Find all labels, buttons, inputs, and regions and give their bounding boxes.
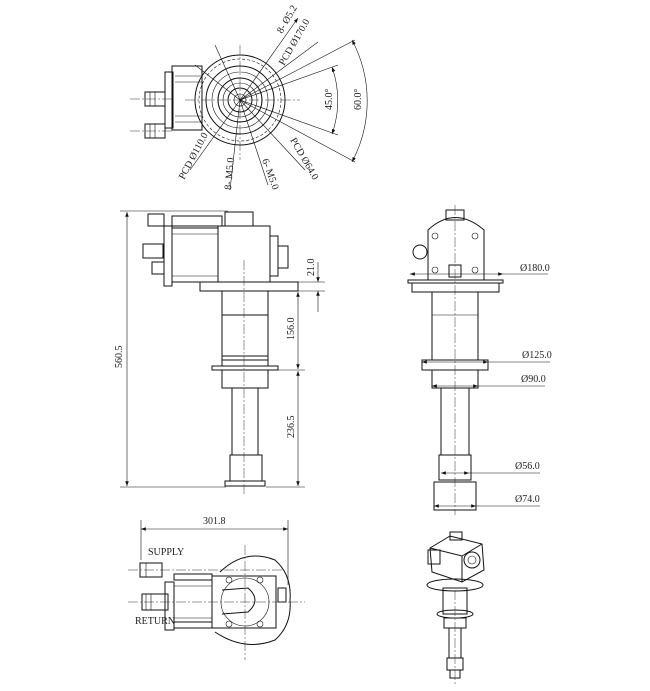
label-overall-height: 560.5 — [114, 346, 125, 369]
actuator-side — [407, 209, 504, 293]
label-plate-thickness: 21.0 — [306, 259, 317, 277]
front-view: 560.5 21.0 156.0 236.5 — [114, 210, 325, 495]
label-angle-60: 60.0° — [353, 89, 364, 111]
label-lower-length: 236.5 — [286, 416, 297, 439]
label-d90: Ø90.0 — [521, 374, 546, 385]
column-side — [421, 205, 489, 515]
front-dimensions — [120, 210, 325, 488]
isometric-view — [426, 531, 485, 686]
label-d180: Ø180.0 — [520, 263, 550, 274]
side-dimensions — [410, 272, 550, 508]
top-view: 8- Ø5.2 PCD Ø170.0 45.0° 60.0° PCD Ø64.0… — [130, 4, 368, 191]
leader-lines — [189, 17, 368, 191]
actuator-body-top — [130, 65, 203, 139]
actuator-front — [142, 211, 299, 292]
label-angle-45: 45.0° — [324, 89, 335, 111]
label-upper-length: 156.0 — [286, 318, 297, 341]
column-front — [211, 260, 279, 495]
label-pcd-110: PCD Ø110.0 — [177, 131, 211, 181]
side-view: Ø180.0 Ø125.0 Ø90.0 Ø56.0 Ø74.0 — [407, 205, 552, 515]
label-d125: Ø125.0 — [522, 350, 552, 361]
mounting-flange-top — [185, 45, 300, 160]
label-d56: Ø56.0 — [515, 461, 540, 472]
label-threads-8: 8- M5.0 — [223, 157, 237, 190]
label-pcd-64: PCD Ø64.0 — [287, 136, 320, 182]
bottom-view: 301.8 SUPPLY RETURN — [128, 516, 305, 660]
actuator-bottom — [128, 545, 305, 660]
label-d74: Ø74.0 — [515, 494, 540, 505]
flange-bottom — [211, 555, 291, 645]
label-supply: SUPPLY — [148, 547, 184, 558]
label-threads-6: 6- M5.0 — [259, 157, 280, 191]
label-overall-width: 301.8 — [203, 516, 226, 527]
label-return: RETURN — [135, 616, 175, 627]
